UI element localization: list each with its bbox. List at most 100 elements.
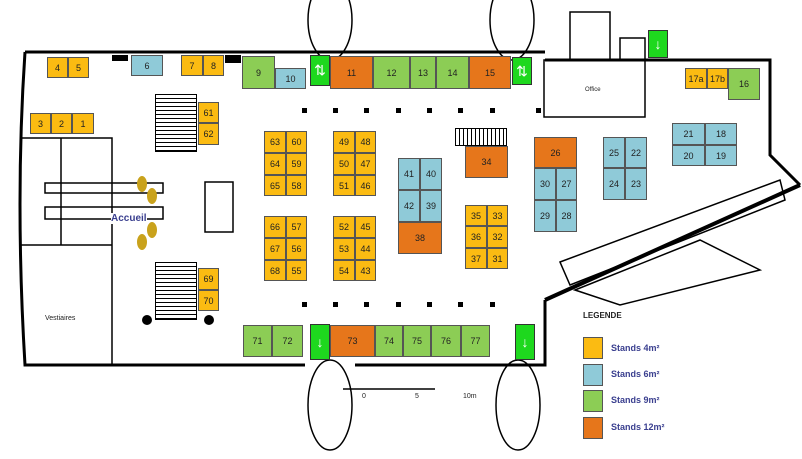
stand-46[interactable]: 46 [355, 175, 376, 196]
stand-36[interactable]: 36 [465, 226, 487, 248]
stand-13[interactable]: 13 [410, 56, 436, 89]
stand-60[interactable]: 60 [286, 131, 307, 153]
stand-39[interactable]: 39 [420, 190, 442, 222]
stand-45[interactable]: 45 [355, 216, 376, 238]
stand-76[interactable]: 76 [431, 325, 461, 357]
scale-mid: 5 [415, 393, 419, 400]
stand-30[interactable]: 30 [534, 168, 556, 200]
stand-66[interactable]: 66 [264, 216, 286, 238]
legend-label-9m2: Stands 9m² [611, 395, 660, 405]
stand-16[interactable]: 16 [728, 68, 760, 100]
stand-4[interactable]: 4 [47, 57, 68, 78]
stand-10[interactable]: 10 [275, 68, 306, 89]
stand-42[interactable]: 42 [398, 190, 420, 222]
stand-58[interactable]: 58 [286, 175, 307, 196]
staircase [155, 94, 197, 152]
legend-swatch-4m2 [583, 337, 603, 359]
stand-53[interactable]: 53 [333, 238, 355, 260]
stand-51[interactable]: 51 [333, 175, 355, 196]
stand-67[interactable]: 67 [264, 238, 286, 260]
stand-68[interactable]: 68 [264, 260, 286, 281]
stand-23[interactable]: 23 [625, 168, 647, 200]
stand-72[interactable]: 72 [272, 325, 303, 357]
legend-label-6m2: Stands 6m² [611, 369, 660, 379]
stand-8[interactable]: 8 [203, 55, 224, 76]
stand-54[interactable]: 54 [333, 260, 355, 281]
scale-end: 10m [463, 393, 477, 400]
stand-44[interactable]: 44 [355, 238, 376, 260]
stand-40[interactable]: 40 [420, 158, 442, 190]
stand-70[interactable]: 70 [198, 290, 219, 311]
stand-41[interactable]: 41 [398, 158, 420, 190]
legend-label-4m2: Stands 4m² [611, 343, 660, 353]
stand-21[interactable]: 21 [672, 123, 705, 145]
stand-47[interactable]: 47 [355, 153, 376, 175]
stand-59[interactable]: 59 [286, 153, 307, 175]
stand-9[interactable]: 9 [242, 56, 275, 89]
stand-50[interactable]: 50 [333, 153, 355, 175]
stand-52[interactable]: 52 [333, 216, 355, 238]
stand-28[interactable]: 28 [556, 200, 577, 232]
scale-zero: 0 [362, 393, 366, 400]
stand-55[interactable]: 55 [286, 260, 307, 281]
stand-14[interactable]: 14 [436, 56, 469, 89]
stand-17b[interactable]: 17b [707, 68, 728, 89]
stand-71[interactable]: 71 [243, 325, 272, 357]
stand-18[interactable]: 18 [705, 123, 737, 145]
stand-2[interactable]: 2 [51, 113, 72, 134]
stand-5[interactable]: 5 [68, 57, 89, 78]
legend-swatch-6m2 [583, 364, 603, 386]
stand-20[interactable]: 20 [672, 145, 705, 166]
stand-7[interactable]: 7 [181, 55, 203, 76]
stand-73[interactable]: 73 [330, 325, 375, 357]
stand-65[interactable]: 65 [264, 175, 286, 196]
stand-74[interactable]: 74 [375, 325, 403, 357]
stand-19[interactable]: 19 [705, 145, 737, 166]
emergency-exit-icon: ⇅ [512, 57, 532, 85]
accueil-label: Accueil [111, 213, 147, 224]
stand-77[interactable]: 77 [461, 325, 490, 357]
stand-25[interactable]: 25 [603, 137, 625, 168]
stand-26[interactable]: 26 [534, 137, 577, 168]
stand-17a[interactable]: 17a [685, 68, 707, 89]
stand-64[interactable]: 64 [264, 153, 286, 175]
office-label: Office [585, 87, 601, 93]
stand-27[interactable]: 27 [556, 168, 577, 200]
staircase [455, 128, 507, 146]
stand-48[interactable]: 48 [355, 131, 376, 153]
vestiaires-label: Vestiaires [45, 315, 76, 322]
stand-35[interactable]: 35 [465, 205, 487, 226]
legend-label-12m2: Stands 12m² [611, 422, 665, 432]
stand-57[interactable]: 57 [286, 216, 307, 238]
stand-33[interactable]: 33 [487, 205, 508, 226]
stand-12[interactable]: 12 [373, 56, 410, 89]
legend-title: LEGENDE [583, 311, 622, 320]
stand-15[interactable]: 15 [469, 56, 511, 89]
staircase [155, 262, 197, 320]
stand-24[interactable]: 24 [603, 168, 625, 200]
stand-56[interactable]: 56 [286, 238, 307, 260]
legend-swatch-9m2 [583, 390, 603, 412]
stand-61[interactable]: 61 [198, 102, 219, 123]
stand-29[interactable]: 29 [534, 200, 556, 232]
stand-38[interactable]: 38 [398, 222, 442, 254]
stand-62[interactable]: 62 [198, 123, 219, 145]
stand-43[interactable]: 43 [355, 260, 376, 281]
emergency-exit-icon: ⇅ [310, 55, 330, 86]
stand-69[interactable]: 69 [198, 268, 219, 290]
legend-swatch-12m2 [583, 417, 603, 439]
stand-37[interactable]: 37 [465, 248, 487, 269]
stand-1[interactable]: 1 [72, 113, 94, 134]
stand-63[interactable]: 63 [264, 131, 286, 153]
stand-34[interactable]: 34 [465, 146, 508, 178]
stand-31[interactable]: 31 [487, 248, 508, 269]
stand-32[interactable]: 32 [487, 226, 508, 248]
stand-49[interactable]: 49 [333, 131, 355, 153]
stand-11[interactable]: 11 [330, 56, 373, 89]
stand-75[interactable]: 75 [403, 325, 431, 357]
stand-22[interactable]: 22 [625, 137, 647, 168]
stand-3[interactable]: 3 [30, 113, 51, 134]
emergency-exit-icon: ↓ [310, 324, 330, 360]
stand-6[interactable]: 6 [131, 55, 163, 76]
